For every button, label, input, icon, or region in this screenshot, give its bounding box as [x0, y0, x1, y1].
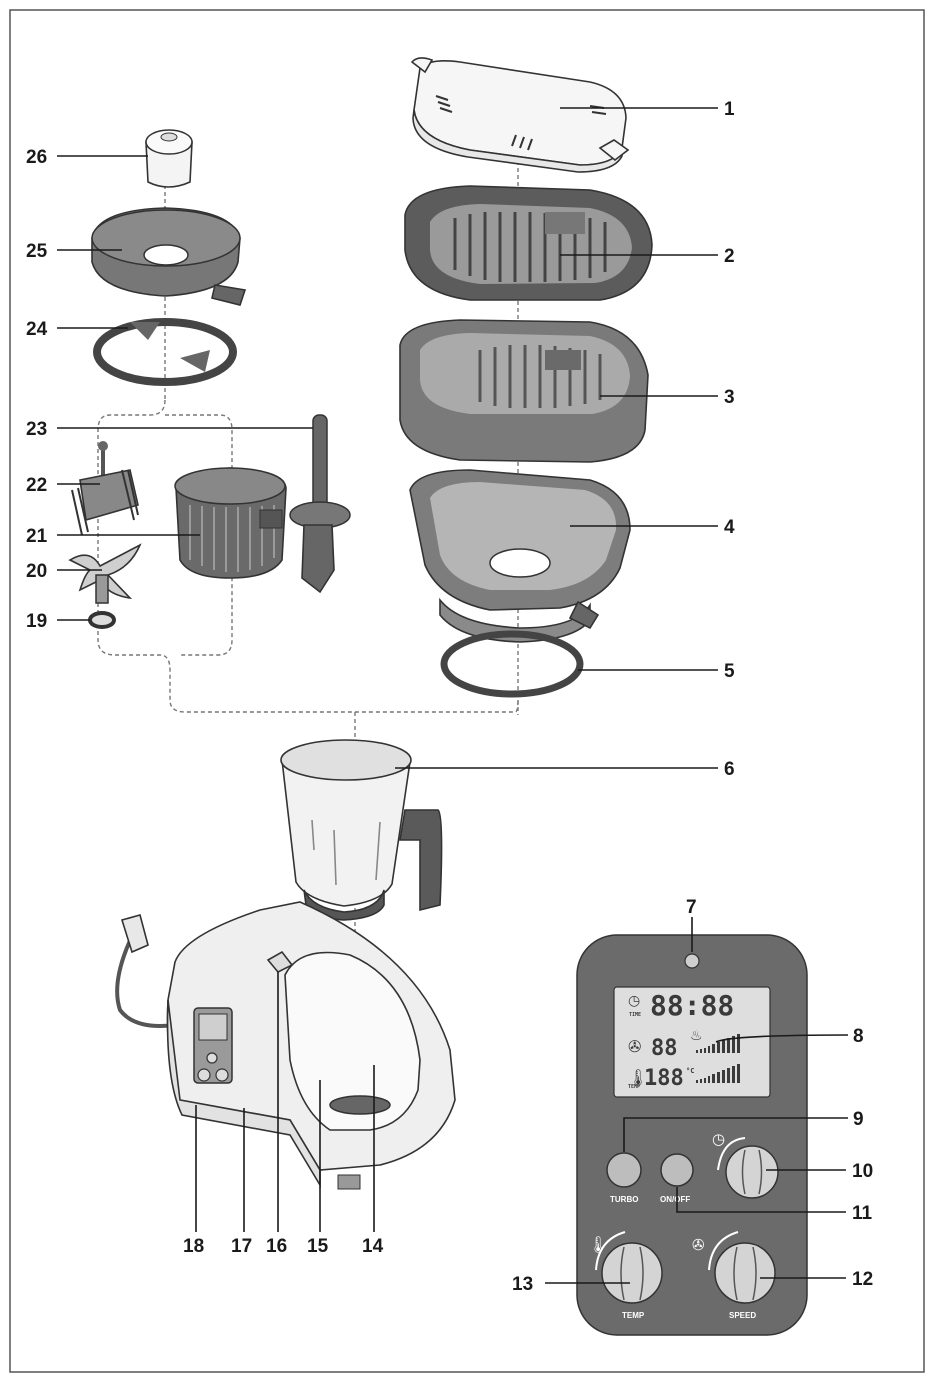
callout-13: 13: [512, 1274, 533, 1295]
whisk-attachment: [71, 441, 139, 536]
jug-lid: [91, 207, 247, 306]
temp-level-bars: [696, 1064, 740, 1083]
callout-22: 22: [26, 475, 47, 496]
callout-3: 3: [724, 387, 735, 408]
timer-knob[interactable]: [725, 1145, 779, 1199]
callout-15: 15: [307, 1236, 329, 1257]
speed-display: 88: [651, 1036, 678, 1061]
fan-icon: ✇: [692, 1237, 705, 1254]
callout-11: 11: [852, 1203, 873, 1224]
steamer-tray-upper: [404, 185, 653, 301]
mixing-jug: [280, 739, 443, 921]
callout-14: 14: [362, 1236, 384, 1257]
steamer-base: [409, 469, 631, 643]
callout-10: 10: [852, 1161, 873, 1182]
lcd-screen: [613, 986, 771, 1098]
power-plug: [120, 914, 149, 954]
speed-knob[interactable]: [714, 1242, 776, 1304]
callout-4: 4: [724, 517, 735, 538]
callout-5: 5: [724, 661, 735, 682]
blade-seal-washer: [88, 611, 116, 629]
temp-knob-label: TEMP: [622, 1311, 645, 1320]
temp-unit: °C: [686, 1067, 694, 1075]
measuring-cup: [145, 129, 193, 188]
timer-arc: [717, 1137, 746, 1171]
control-panel-detail: ◷ TIME 88:88 ✇ 88 ♨ 🌡 TEMP 188 °C TURBO: [576, 934, 808, 1336]
time-display: 88:88: [650, 989, 734, 1022]
lid-locking-latch: [266, 950, 294, 973]
panel-indicator-light: [684, 953, 700, 969]
callout-6: 6: [724, 759, 735, 780]
callout-18: 18: [183, 1236, 204, 1257]
power-cable: [115, 929, 176, 1028]
temp-caption: TEMP: [628, 1084, 640, 1090]
callout-7: 7: [686, 897, 697, 918]
onoff-label: ON/OFF: [660, 1195, 690, 1204]
thermometer-icon: 🌡: [588, 1236, 608, 1254]
jug-seal: [93, 318, 237, 386]
callout-2: 2: [724, 246, 735, 267]
onoff-button[interactable]: [660, 1153, 694, 1187]
steam-icon: ♨: [690, 1027, 703, 1043]
speed-knob-label: SPEED: [729, 1311, 756, 1320]
cooking-basket: [174, 467, 287, 579]
callout-12: 12: [852, 1269, 873, 1290]
turbo-label: TURBO: [610, 1195, 638, 1204]
callout-8: 8: [853, 1026, 864, 1047]
thermometer-icon: 🌡: [628, 1069, 648, 1087]
leader-lines: [57, 107, 849, 1284]
seal-ring-steamer: [440, 630, 584, 698]
speed-arc: [708, 1231, 739, 1271]
blade-assembly: [68, 543, 142, 604]
callout-26: 26: [26, 147, 47, 168]
temp-arc: [595, 1231, 626, 1271]
temp-display: 188: [644, 1066, 684, 1091]
callout-23: 23: [26, 419, 47, 440]
timer-icon: ◷: [712, 1131, 725, 1148]
callout-21: 21: [26, 526, 48, 547]
callout-25: 25: [26, 241, 48, 262]
callout-16: 16: [266, 1236, 287, 1257]
callout-9: 9: [853, 1109, 864, 1130]
callout-numbers: 1 2 3 4 5 6 7 8 9 10 11 12 13 14 15 16 1…: [26, 99, 873, 1295]
callout-17: 17: [231, 1236, 252, 1257]
time-caption: TIME: [629, 1012, 641, 1018]
temperature-knob[interactable]: [601, 1242, 663, 1304]
callout-1: 1: [724, 99, 735, 120]
turbo-button[interactable]: [606, 1152, 642, 1188]
steamer-tray-lower: [399, 319, 649, 463]
callout-20: 20: [26, 561, 47, 582]
appliance-base: [115, 901, 456, 1190]
speed-level-bars: [696, 1034, 740, 1053]
fan-icon: ✇: [628, 1039, 641, 1056]
spatula: [289, 414, 351, 594]
clock-icon: ◷: [628, 992, 640, 1008]
callout-24: 24: [26, 319, 48, 340]
callout-19: 19: [26, 611, 47, 632]
